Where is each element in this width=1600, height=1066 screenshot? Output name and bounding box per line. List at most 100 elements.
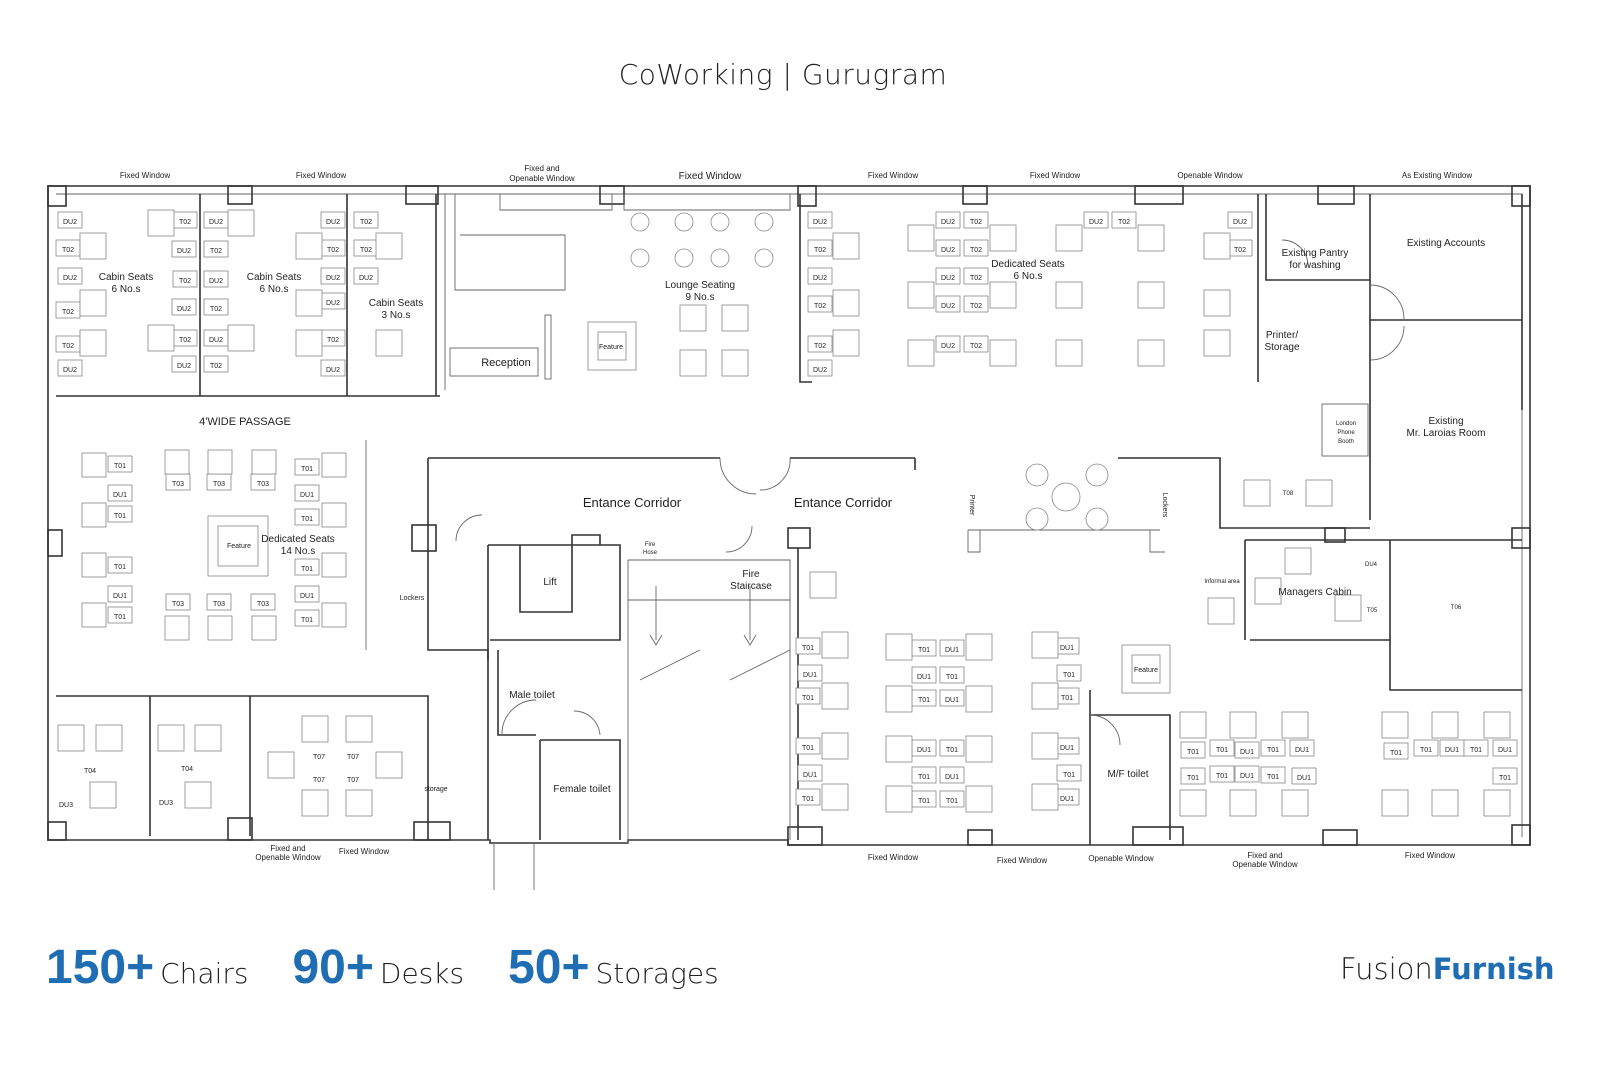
workstation-tag: T01 <box>918 774 930 781</box>
workstation-tag: T02 <box>210 248 222 255</box>
lounge-stool <box>630 248 650 268</box>
chair <box>1031 631 1059 659</box>
room-label: Feature <box>599 344 623 351</box>
workstation-tag: T02 <box>210 306 222 313</box>
chair <box>885 735 913 763</box>
workstation-tag: T01 <box>1187 749 1199 756</box>
desk-unit <box>107 455 133 473</box>
workstation-tag: DU1 <box>1498 747 1512 754</box>
desk-unit <box>1234 741 1260 759</box>
workstation-tag: T01 <box>1499 775 1511 782</box>
room-label: 9 No.s <box>686 292 715 303</box>
room-label: Entance Corridor <box>794 495 893 510</box>
chair <box>345 789 373 817</box>
workstation-tag: T01 <box>1216 747 1228 754</box>
workstation-tag: T02 <box>360 219 372 226</box>
page-title: CoWorking | Gurugram <box>618 58 948 91</box>
desk-unit <box>1180 741 1206 759</box>
stat-desks: 90+ Desks <box>292 940 464 995</box>
workstation-tag: T01 <box>114 564 126 571</box>
chair <box>1281 711 1309 739</box>
desk-unit <box>1383 742 1409 760</box>
chair <box>321 452 347 478</box>
chair <box>345 715 373 743</box>
stat-value: 50+ <box>508 941 590 994</box>
desk-unit <box>1209 739 1235 757</box>
workstation-tag: DU2 <box>63 275 77 282</box>
desk-unit <box>320 211 346 229</box>
workstation-tag: T01 <box>918 798 930 805</box>
workstation-tag: T01 <box>1390 750 1402 757</box>
window-label: Fixed Window <box>868 171 918 180</box>
desk-unit <box>1234 765 1260 783</box>
workstation-tag: DU1 <box>945 774 959 781</box>
window-label: Fixed and <box>1247 851 1282 860</box>
chair <box>885 633 913 661</box>
chair <box>79 289 107 317</box>
desk-unit <box>935 239 961 257</box>
chair <box>147 324 175 352</box>
room-label: Managers Cabin <box>1278 587 1351 598</box>
workstation-tag: DU2 <box>1089 219 1103 226</box>
chair <box>295 232 323 260</box>
workstation-tag: T01 <box>918 697 930 704</box>
workstation-tag: DU1 <box>300 593 314 600</box>
desk-unit <box>935 295 961 313</box>
round-table <box>1051 482 1081 512</box>
room-label: T06 <box>1451 605 1462 611</box>
desk-unit <box>294 609 320 627</box>
room-label: Existing Pantry <box>1282 248 1349 259</box>
desk-unit <box>963 267 989 285</box>
chair <box>207 615 233 641</box>
chair <box>832 329 860 357</box>
room-label: Staircase <box>730 581 772 592</box>
room-label: DU3 <box>59 802 73 809</box>
workstation-tag: T01 <box>1267 747 1279 754</box>
desk-unit <box>1056 764 1082 782</box>
desk-unit <box>294 458 320 476</box>
workstation-tag: T02 <box>210 363 222 370</box>
workstation-tag: DU1 <box>1240 749 1254 756</box>
workstation-tag: T02 <box>1234 247 1246 254</box>
workstation-tag: DU2 <box>941 275 955 282</box>
stool <box>1025 507 1049 531</box>
room-label: Fire <box>645 542 656 548</box>
workstation-tag: DU1 <box>1240 773 1254 780</box>
room-label: T04 <box>181 766 193 773</box>
desk-unit <box>963 335 989 353</box>
chair <box>251 615 277 641</box>
workstation-tag: DU1 <box>917 747 931 754</box>
feature-core <box>217 525 259 567</box>
window-label: Openable Window <box>255 853 321 862</box>
stool <box>1085 463 1109 487</box>
workstation-tag: T01 <box>802 796 814 803</box>
room-label: Lockers <box>1161 493 1168 518</box>
workstation-tag: T01 <box>802 695 814 702</box>
room-label: Mr. Laroias Room <box>1407 428 1486 439</box>
chair <box>907 339 935 367</box>
chair <box>965 735 993 763</box>
chair <box>1431 711 1459 739</box>
chair <box>375 329 403 357</box>
desk-unit <box>1289 739 1315 757</box>
room-label: Printer/ <box>1266 330 1298 341</box>
desk-unit <box>1111 211 1137 229</box>
chair <box>832 232 860 260</box>
desk-unit <box>294 585 320 603</box>
room-label: 14 No.s <box>281 546 315 557</box>
window-label: Fixed Window <box>296 171 346 180</box>
room-label: Printer <box>968 495 975 516</box>
lounge-stool <box>754 248 774 268</box>
chair <box>251 449 277 475</box>
desk-unit <box>1180 767 1206 785</box>
window-label: Openable Window <box>509 174 575 183</box>
stat-storages: 50+ Storages <box>508 940 719 995</box>
chair <box>79 232 107 260</box>
chair <box>295 289 323 317</box>
chair <box>95 724 123 752</box>
workstation-tag: T01 <box>1216 773 1228 780</box>
chair <box>1281 789 1309 817</box>
stool <box>1025 463 1049 487</box>
chair <box>194 724 222 752</box>
